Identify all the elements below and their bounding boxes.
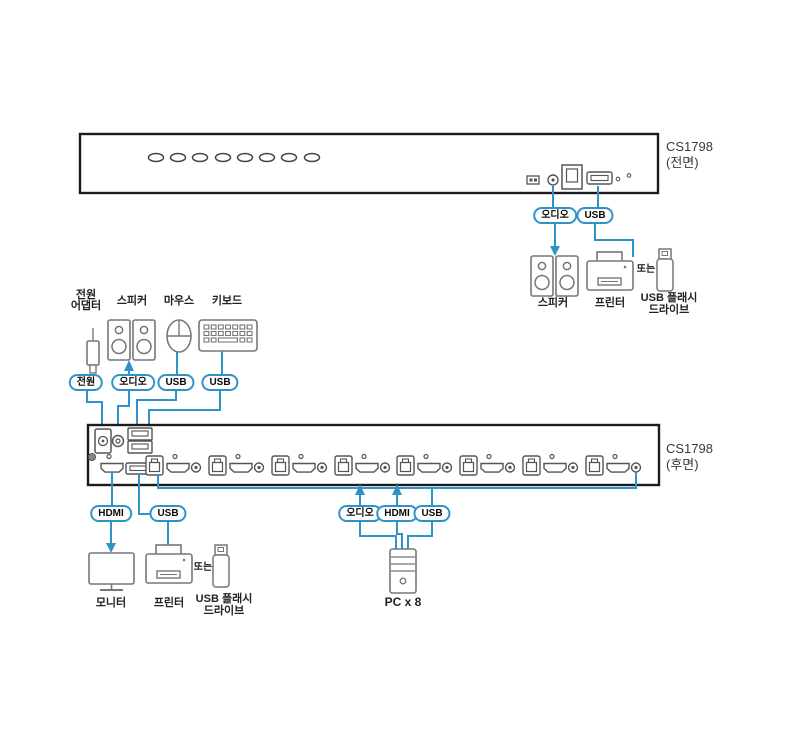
pc-audio-down-line xyxy=(359,522,397,549)
rear-console-audio-jack-icon xyxy=(111,434,125,448)
pc-tower-icon xyxy=(389,548,417,594)
keyboard-icon xyxy=(198,319,258,352)
or-label-rear: 또는 xyxy=(193,562,213,573)
flash-drive-icon-rear xyxy=(212,544,230,588)
speaker-label-console: 스피커 xyxy=(116,295,148,307)
rear-panel xyxy=(86,423,661,487)
power-to-rear-line xyxy=(86,391,103,430)
usb-to-printer-rear-line xyxy=(138,474,152,515)
mouse-icon xyxy=(166,319,192,353)
rear-usb-badge: USB xyxy=(149,505,187,522)
down-arrowhead xyxy=(106,543,116,553)
mouse-usb-badge: USB xyxy=(157,374,195,391)
front-rj-port-icon xyxy=(561,164,583,190)
pc-hdmi-down-line xyxy=(396,522,403,549)
front-model: CS1798 xyxy=(666,139,713,154)
printer-label-rear: 프린터 xyxy=(153,597,185,609)
power-adapter-icon xyxy=(86,328,100,374)
flash-label-rear-line2: 드라이브 xyxy=(203,605,245,617)
screw-dot-icon xyxy=(106,453,112,460)
power-badge: 전원 xyxy=(68,374,104,391)
pc-hdmi-badge: HDMI xyxy=(376,505,418,522)
rear-side: (후면) xyxy=(666,457,699,473)
rear-usb-hub-ports-icon xyxy=(127,427,153,454)
front-audio-jack-icon xyxy=(547,174,559,186)
grounding-screw-icon xyxy=(88,453,96,461)
power-adapter-label-line2: 어댑터 xyxy=(70,300,102,312)
up-arrowhead xyxy=(124,360,134,371)
printer-icon-top xyxy=(586,251,634,291)
power-adapter-label-line1: 전원 xyxy=(75,289,97,301)
pc-usb-badge: USB xyxy=(413,505,451,522)
up-arrowhead xyxy=(355,484,365,495)
printer-label-top: 프린터 xyxy=(594,297,626,309)
front-side: (전면) xyxy=(666,155,699,171)
monitor-icon xyxy=(88,552,135,591)
usb-to-printer-line xyxy=(594,224,634,257)
flash-label-top-line1: USB 플래시 xyxy=(640,292,698,304)
front-panel-buttons xyxy=(147,152,321,163)
speaker-icon-top xyxy=(530,255,579,297)
front-dip-switch-icon xyxy=(526,175,540,185)
rear-power-jack-icon xyxy=(94,428,112,454)
front-led-icon xyxy=(626,173,632,178)
rear-hdmi-badge: HDMI xyxy=(90,505,132,522)
front-panel xyxy=(78,132,660,195)
down-arrowhead xyxy=(550,246,560,256)
rear-model: CS1798 xyxy=(666,441,713,456)
speaker-icon-console xyxy=(107,319,156,361)
up-arrowhead xyxy=(392,484,402,495)
printer-icon-rear xyxy=(145,544,193,584)
audio-to-rear-line xyxy=(117,391,130,436)
front-usb-port-icon xyxy=(586,171,613,185)
rear-connector-lines xyxy=(110,472,637,549)
mouse-label: 마우스 xyxy=(163,295,195,307)
front-device-label: CS1798 (전면) xyxy=(666,139,713,172)
flash-drive-icon-top xyxy=(656,248,674,292)
pc-usb-down-line xyxy=(407,522,433,549)
speaker-label-top: 스피커 xyxy=(537,297,569,309)
keyboard-label: 키보드 xyxy=(211,295,243,307)
pc-count-label: PC x 8 xyxy=(384,595,422,609)
rear-console-hdmi-port-icon xyxy=(100,462,124,473)
rear-device-label: CS1798 (후면) xyxy=(666,441,713,474)
or-label-top: 또는 xyxy=(636,264,656,275)
monitor-label: 모니터 xyxy=(95,597,127,609)
flash-label-top-line2: 드라이브 xyxy=(648,304,690,316)
front-usb-badge: USB xyxy=(576,207,614,224)
usb-mouse-to-rear-line xyxy=(136,391,177,428)
front-led-icon xyxy=(615,176,621,182)
front-connector-lines xyxy=(552,186,634,257)
front-audio-badge: 오디오 xyxy=(533,207,577,224)
keyboard-usb-badge: USB xyxy=(201,374,239,391)
console-audio-badge: 오디오 xyxy=(111,374,155,391)
flash-label-rear-line1: USB 플래시 xyxy=(195,593,253,605)
